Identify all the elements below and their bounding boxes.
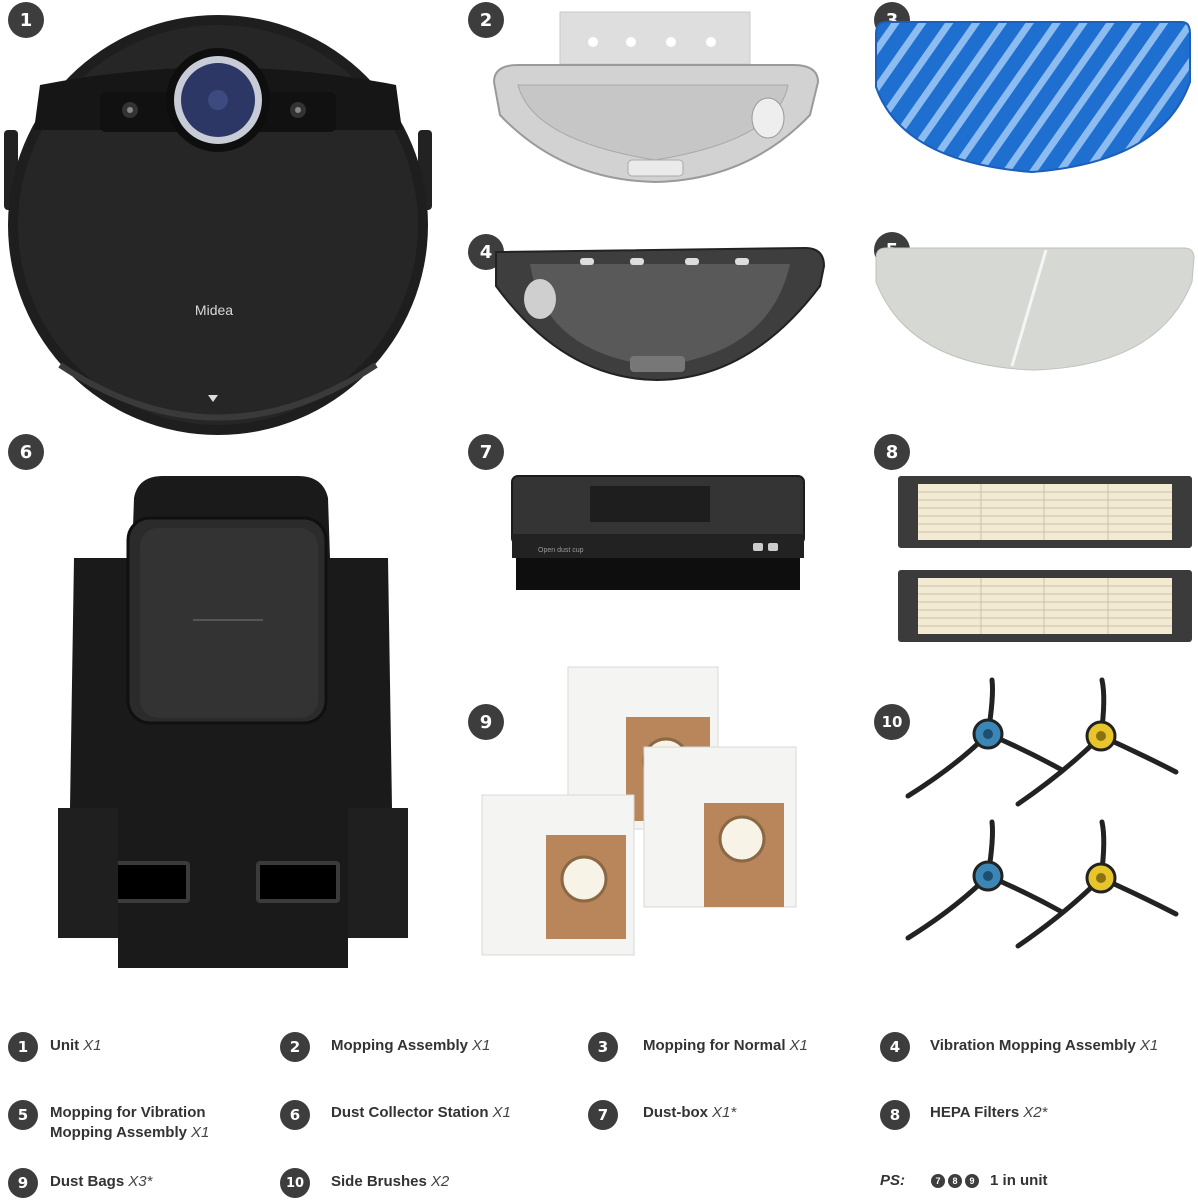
item-badge-1: 1	[8, 2, 44, 38]
legend-name: Unit	[50, 1037, 80, 1054]
robot-logo-text: Midea	[195, 302, 233, 318]
legend-name: Dust Collector Station	[331, 1104, 489, 1121]
ps-note: PS: 7 8 9 1 in unit	[880, 1172, 1048, 1189]
legend-badge-2: 2	[280, 1032, 310, 1062]
legend-badge-4: 4	[880, 1032, 910, 1062]
dustbox-label-text: Open dust cup	[538, 547, 584, 554]
legend-name: Dust-box	[643, 1104, 708, 1121]
legend-badge-6: 6	[280, 1100, 310, 1130]
legend-badge-1: 1	[8, 1032, 38, 1062]
legend-name: HEPA Filters	[930, 1104, 1020, 1121]
legend-qty: X1	[83, 1037, 102, 1054]
legend-badge-3: 3	[588, 1032, 618, 1062]
mopping-for-normal-image	[875, 21, 1191, 174]
vibration-mopping-assembly-image	[495, 246, 826, 382]
robot-unit-image: Midea	[4, 15, 432, 435]
legend-qty: X1	[190, 1124, 210, 1141]
legend-name: Vibration Mopping Assembly	[930, 1037, 1136, 1054]
legend-badge-8: 8	[880, 1100, 910, 1130]
item-badge-7: 7	[468, 434, 504, 470]
legend-qty: X2	[430, 1173, 450, 1190]
legend-qty: X3*	[128, 1173, 153, 1190]
legend-name-line2: Mopping Assembly	[50, 1124, 187, 1141]
legend-name: Side Brushes	[331, 1173, 427, 1190]
legend-qty: X2*	[1023, 1104, 1048, 1121]
ps-badge-7: 7	[931, 1173, 946, 1188]
item-badge-2: 2	[468, 2, 504, 38]
ps-badge-9: 9	[965, 1173, 980, 1188]
item-badge-8: 8	[874, 434, 910, 470]
item-badge-9: 9	[468, 704, 504, 740]
legend-qty: X1	[471, 1037, 491, 1054]
dust-collector-station-image	[58, 476, 408, 968]
legend-badge-5: 5	[8, 1100, 38, 1130]
mopping-for-vibration-image	[875, 247, 1195, 371]
dust-bags-image	[481, 666, 797, 956]
legend-badge-10: 10	[280, 1168, 310, 1198]
legend-name: Mopping for Normal	[643, 1037, 786, 1054]
legend-name-line1: Mopping for Vibration	[50, 1104, 206, 1121]
legend-qty: X1	[789, 1037, 808, 1054]
hepa-filters-image	[898, 476, 1192, 642]
legend-qty: X1	[1139, 1037, 1159, 1054]
ps-label: PS:	[880, 1172, 906, 1189]
dust-box-image: Open dust cup	[511, 475, 805, 590]
item-badge-6: 6	[8, 434, 44, 470]
mopping-assembly-image	[492, 11, 820, 184]
item-badge-10: 10	[874, 704, 910, 740]
legend-name: Dust Bags	[50, 1173, 125, 1190]
legend-badge-9: 9	[8, 1168, 38, 1198]
legend-name: Mopping Assembly	[331, 1037, 468, 1054]
ps-badge-8: 8	[948, 1173, 963, 1188]
legend-qty: X1*	[712, 1104, 737, 1121]
legend-qty: X1	[492, 1104, 511, 1121]
ps-text: 1 in unit	[990, 1172, 1048, 1189]
side-brushes-image	[905, 677, 1179, 949]
legend-badge-7: 7	[588, 1100, 618, 1130]
